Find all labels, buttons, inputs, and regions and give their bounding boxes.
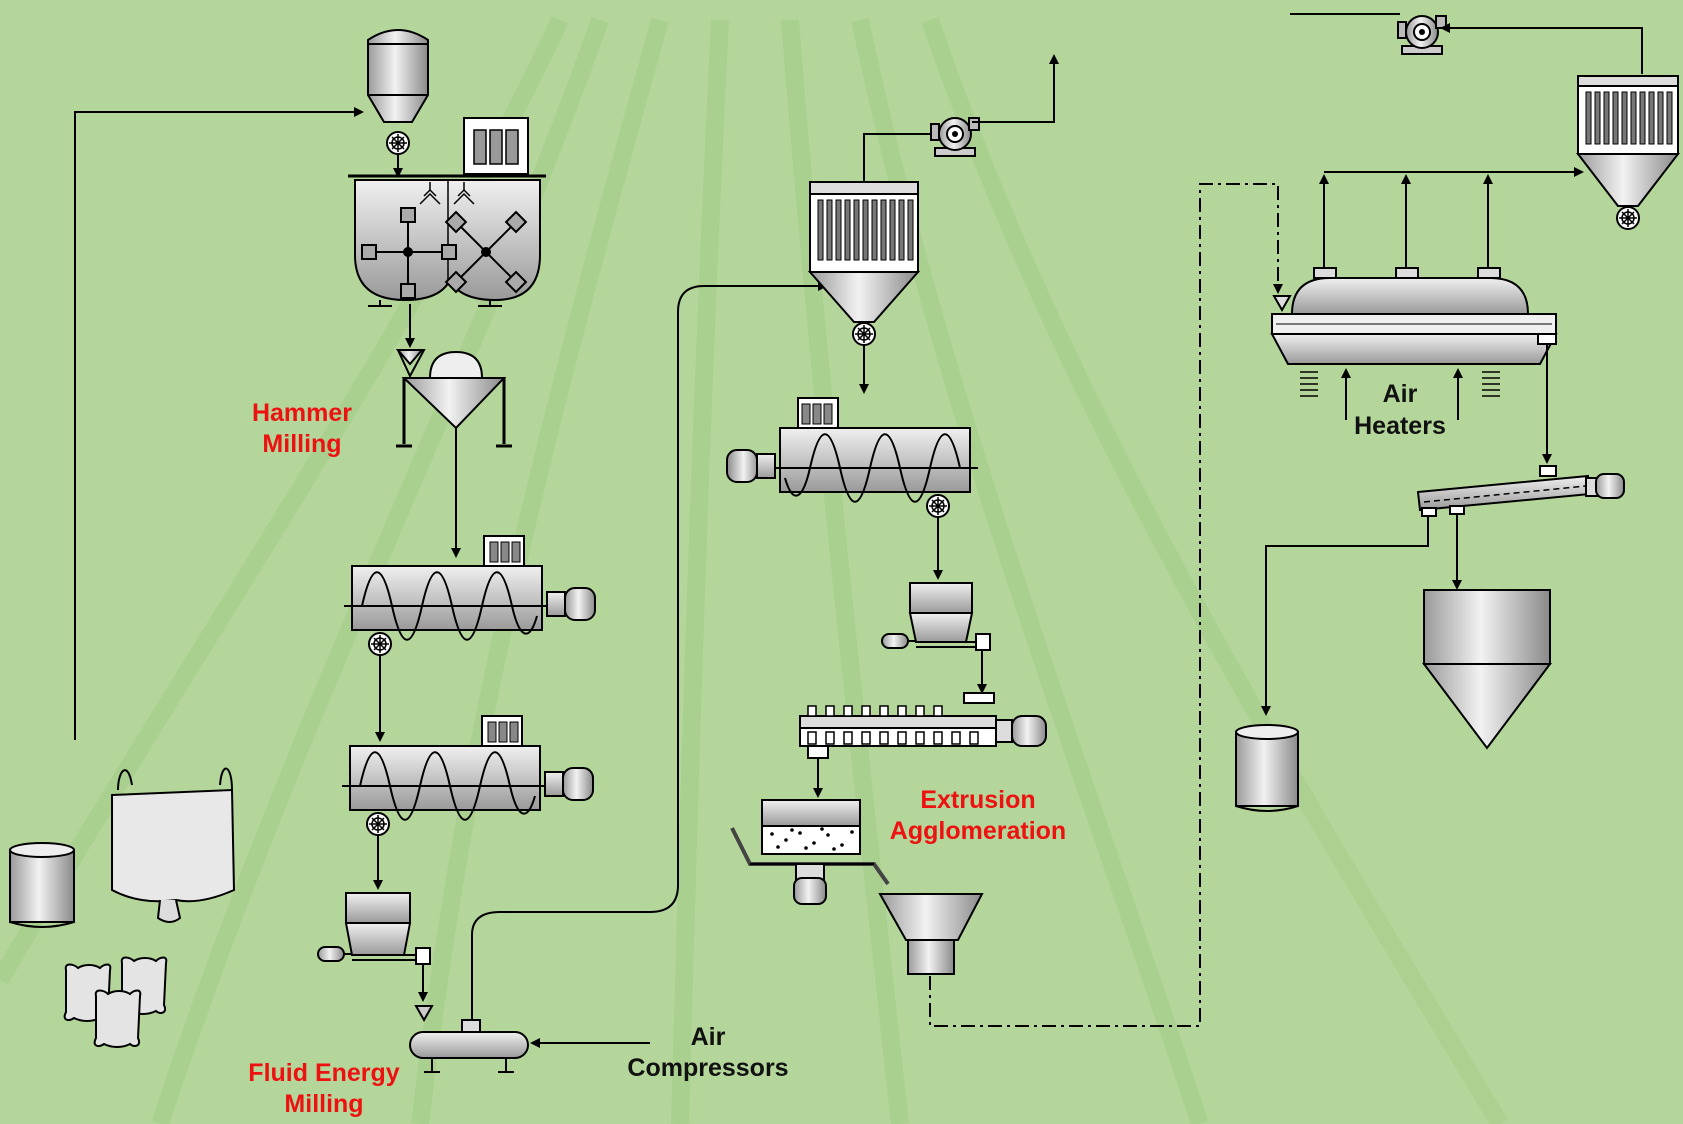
label-hammer-milling-line2: Milling <box>262 430 341 458</box>
screw-conveyor-icon <box>343 535 596 742</box>
dust-filter-icon <box>463 117 529 175</box>
extruder-icon <box>799 692 1047 798</box>
screw-conveyor-icon-3 <box>726 397 979 580</box>
storage-silo-icon <box>1422 589 1552 750</box>
label-air-compressors-line2: Compressors <box>627 1054 788 1082</box>
screw-conveyor-icon-4 <box>1261 465 1625 716</box>
fluid-bed-dryer-icon <box>1270 267 1558 464</box>
label-air-heaters-line1: Air <box>1383 380 1418 408</box>
jet-mill-icon <box>409 1005 529 1073</box>
cyclone-collector-icon-2 <box>1575 75 1681 230</box>
funnel-icon <box>878 893 984 975</box>
dashdot-transfer-line <box>929 183 1283 1027</box>
drum-icon-2 <box>1235 724 1299 812</box>
screw-conveyor-icon-2 <box>341 715 594 890</box>
feed-hopper-icon <box>367 29 429 178</box>
mixer-vessel-icon <box>348 174 546 348</box>
pneumatic-transfer-line <box>471 281 828 1020</box>
feeder-icon <box>317 892 431 1002</box>
label-fluid-energy-line2: Milling <box>284 1090 363 1118</box>
bulk-bag-icon <box>111 767 236 923</box>
label-air-heaters: Air Heaters <box>1354 380 1446 440</box>
drum-icon <box>9 842 75 928</box>
label-hammer-milling-line1: Hammer <box>252 399 352 427</box>
label-air-heaters-line2: Heaters <box>1354 412 1446 440</box>
label-fluid-energy-line1: Fluid Energy <box>248 1059 400 1087</box>
hammer-mill-icon <box>395 349 512 558</box>
label-air-compressors: Air Compressors <box>627 1023 788 1082</box>
feeder-icon-2 <box>881 582 991 694</box>
label-air-compressors-line1: Air <box>691 1023 726 1051</box>
spheronizer-icon <box>730 799 890 905</box>
cyclone-collector-icon <box>807 181 921 394</box>
blower-fan-icon <box>863 54 1059 182</box>
dryer-exhaust-manifold <box>1319 167 1584 268</box>
label-fluid-energy-milling: Fluid Energy Milling <box>248 1059 400 1118</box>
label-extrusion-agglomeration: Extrusion Agglomeration <box>890 786 1066 845</box>
blower-fan-icon-2 <box>1290 13 1643 74</box>
recycle-line <box>74 107 364 740</box>
label-hammer-milling: Hammer Milling <box>252 399 352 458</box>
label-extrusion-line1: Extrusion <box>920 786 1035 814</box>
label-extrusion-line2: Agglomeration <box>890 817 1066 845</box>
